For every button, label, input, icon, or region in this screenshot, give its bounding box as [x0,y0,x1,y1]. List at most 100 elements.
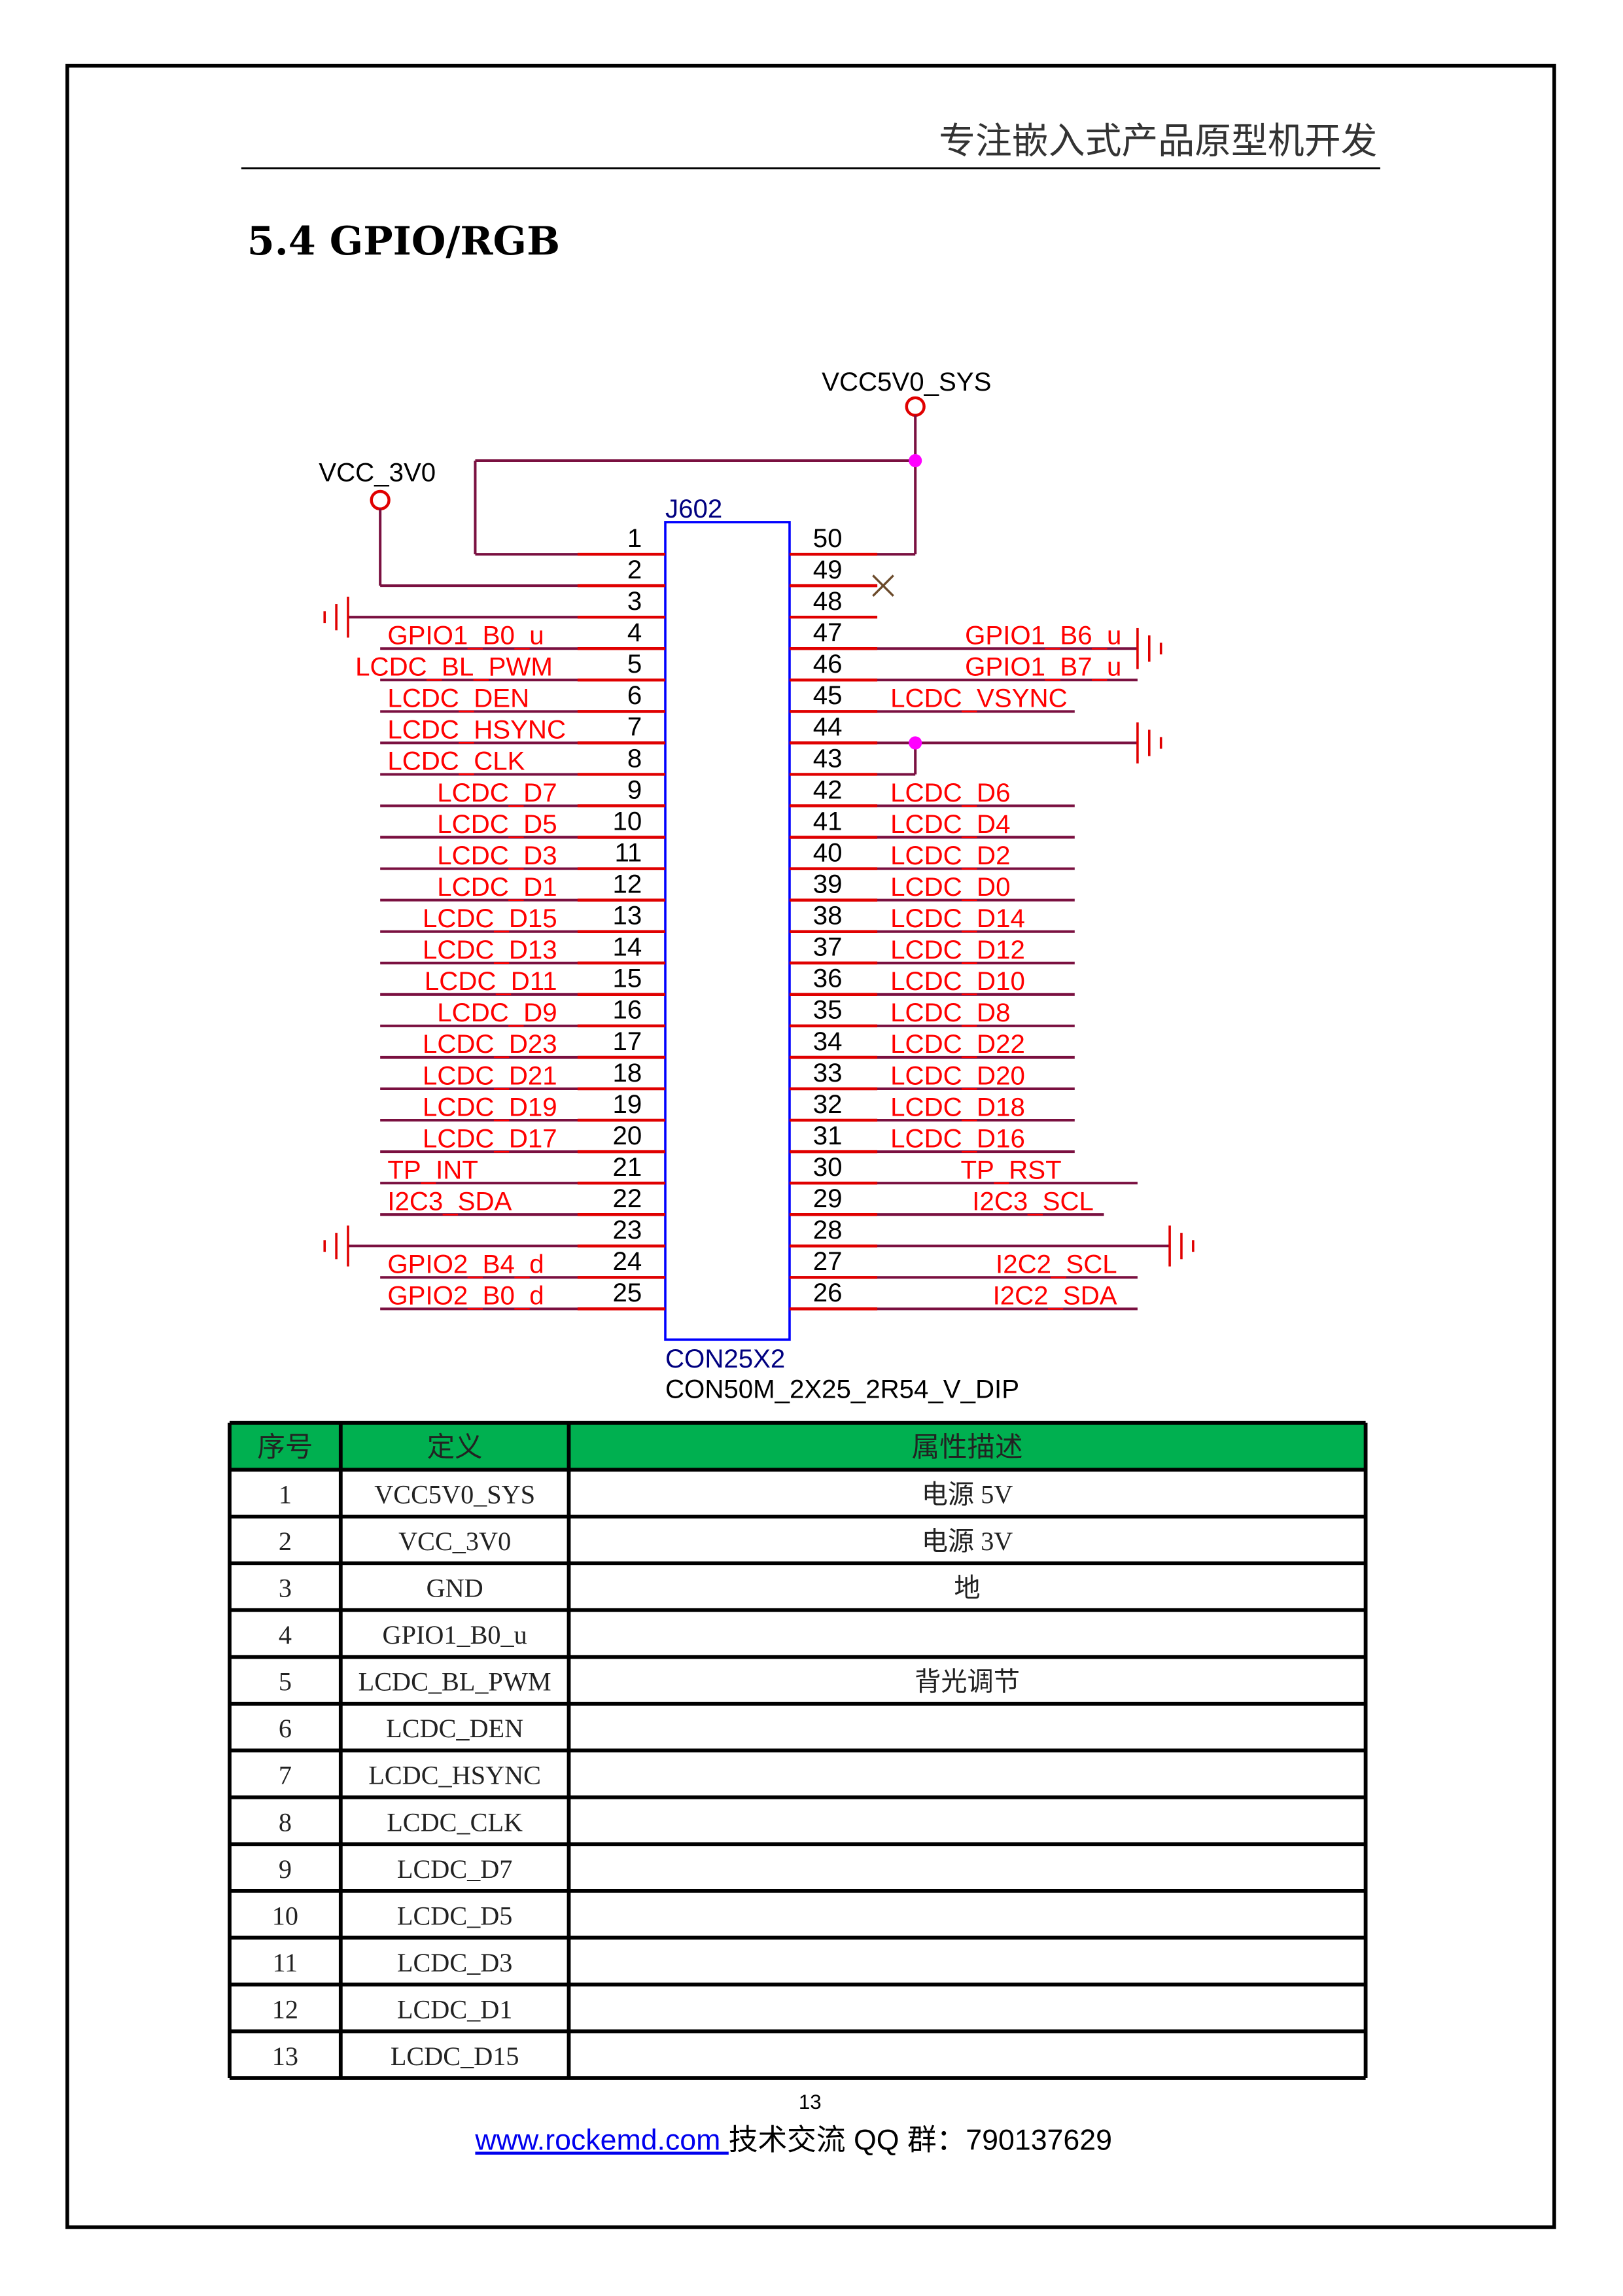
pin-number: 35 [813,995,843,1025]
net-label: LCDC_D4 [890,809,1010,839]
pin-number: 42 [813,775,843,804]
net-label: LCDC_D23 [423,1029,557,1059]
net-label: LCDC_D9 [437,998,557,1027]
ground-icon [1136,627,1162,669]
page-border [65,63,1556,2229]
table-cell: LCDC_CLK [387,1807,523,1837]
pin-number: 19 [612,1089,642,1119]
vcc5v0-label: VCC5V0_SYS [822,367,991,397]
table-header-cell: 定义 [427,1432,483,1463]
pin-number: 24 [612,1246,642,1276]
pin-number: 5 [627,649,642,679]
net-label: I2C3_SCL [972,1186,1094,1216]
pin-number: 44 [813,712,843,741]
pin-number: 30 [813,1152,843,1182]
net-label: LCDC_D3 [437,841,557,870]
pin-number: 18 [612,1058,642,1087]
net-label: LCDC_D7 [437,778,557,807]
ground-icon [323,1225,349,1267]
table-cell: 3 [279,1574,292,1603]
table-cell: LCDC_BL_PWM [358,1667,551,1697]
table-cell: 10 [272,1901,298,1930]
pin-number: 1 [627,523,642,553]
net-label: I2C2_SDA [993,1281,1117,1311]
pin-number: 48 [813,586,843,616]
vcc3v0-label: VCC_3V0 [319,457,436,487]
schematic-j602: VCC5V0_SYS VCC_3V0 J602 CON25X2 CON50M_2… [319,367,1195,1404]
table-cell: 5 [279,1667,292,1697]
page-number: 13 [799,2091,822,2113]
pin-number: 46 [813,649,843,679]
pin-number: 39 [813,869,843,898]
net-label: TP_INT [387,1155,478,1184]
ground-icon [323,596,349,638]
pin-number: 7 [627,712,642,741]
table-cell: 2 [279,1527,292,1556]
connector-footprint: CON50M_2X25_2R54_V_DIP [665,1375,1019,1404]
net-label: LCDC_D16 [890,1123,1025,1153]
net-label: LCDC_D19 [423,1092,557,1122]
pin-number: 41 [813,806,843,836]
pin-number: 14 [612,932,642,962]
net-label: GPIO1_B0_u [387,621,544,650]
table-header-row [229,1422,1366,1470]
table-cell: 7 [279,1761,292,1790]
table-cell: 11 [273,1948,298,1977]
table-cell: 背光调节 [915,1667,1020,1697]
table-cell: 地 [954,1574,980,1603]
pin-number: 16 [612,995,642,1025]
net-label: LCDC_HSYNC [387,715,566,745]
website-link[interactable]: www.rockemd.com [474,2124,728,2156]
pin-number: 37 [813,932,843,962]
pin-number: 32 [813,1089,843,1119]
pin-number: 22 [612,1184,642,1213]
net-label: LCDC_D13 [423,935,557,964]
table-cell: 电源 5V [922,1480,1013,1510]
net-label: I2C2_SCL [996,1250,1117,1279]
table-cell: 9 [279,1854,292,1884]
pin-number: 2 [627,555,642,584]
pin-number: 4 [627,618,642,647]
table-cell: 12 [272,1994,298,2024]
net-label: TP_RST [960,1155,1061,1184]
net-label: LCDC_D2 [890,841,1010,870]
table-cell: 13 [272,2041,298,2071]
net-label: LCDC_D22 [890,1029,1025,1059]
ground-icon [1136,722,1162,764]
pin-number: 50 [813,523,843,553]
pin-number: 13 [612,901,642,930]
junction-dot [909,736,922,750]
table-cell: VCC5V0_SYS [374,1480,535,1510]
net-label: LCDC_D17 [423,1123,557,1153]
net-label: LCDC_D8 [890,998,1010,1027]
pin-number: 29 [813,1184,843,1213]
net-label: LCDC_D12 [890,935,1025,964]
pin-number: 31 [813,1121,843,1150]
pin-number: 8 [627,743,642,773]
pin-number: 27 [813,1246,843,1276]
pin-number: 3 [627,586,642,616]
pin-number: 15 [612,964,642,993]
table-cell: 1 [279,1480,292,1510]
pin-number: 17 [612,1027,642,1056]
pin-number: 38 [813,901,843,930]
net-label: LCDC_VSYNC [890,684,1067,713]
net-label: GPIO1_B6_u [965,621,1121,650]
pin-number: 6 [627,680,642,710]
net-label: LCDC_D15 [423,904,557,933]
net-label: LCDC_D14 [890,904,1025,933]
table-cell: LCDC_HSYNC [368,1761,541,1790]
header-slogan: 专注嵌入式产品原型机开发 [939,120,1377,163]
junction-dot [909,453,922,468]
net-label: GPIO1_B7_u [965,652,1121,682]
table-cell: LCDC_D15 [391,2041,519,2071]
connector-part: CON25X2 [665,1344,785,1373]
no-connect-icon [872,574,894,597]
table-cell: LCDC_D5 [397,1901,513,1930]
table-header-cell: 序号 [257,1432,313,1463]
table-cell: LCDC_D7 [397,1854,513,1884]
section-title: 5.4 GPIO/RGB [247,218,560,264]
pin-number: 11 [614,838,642,867]
qq-group-text: 技术交流 QQ 群：790137629 [729,2124,1112,2156]
